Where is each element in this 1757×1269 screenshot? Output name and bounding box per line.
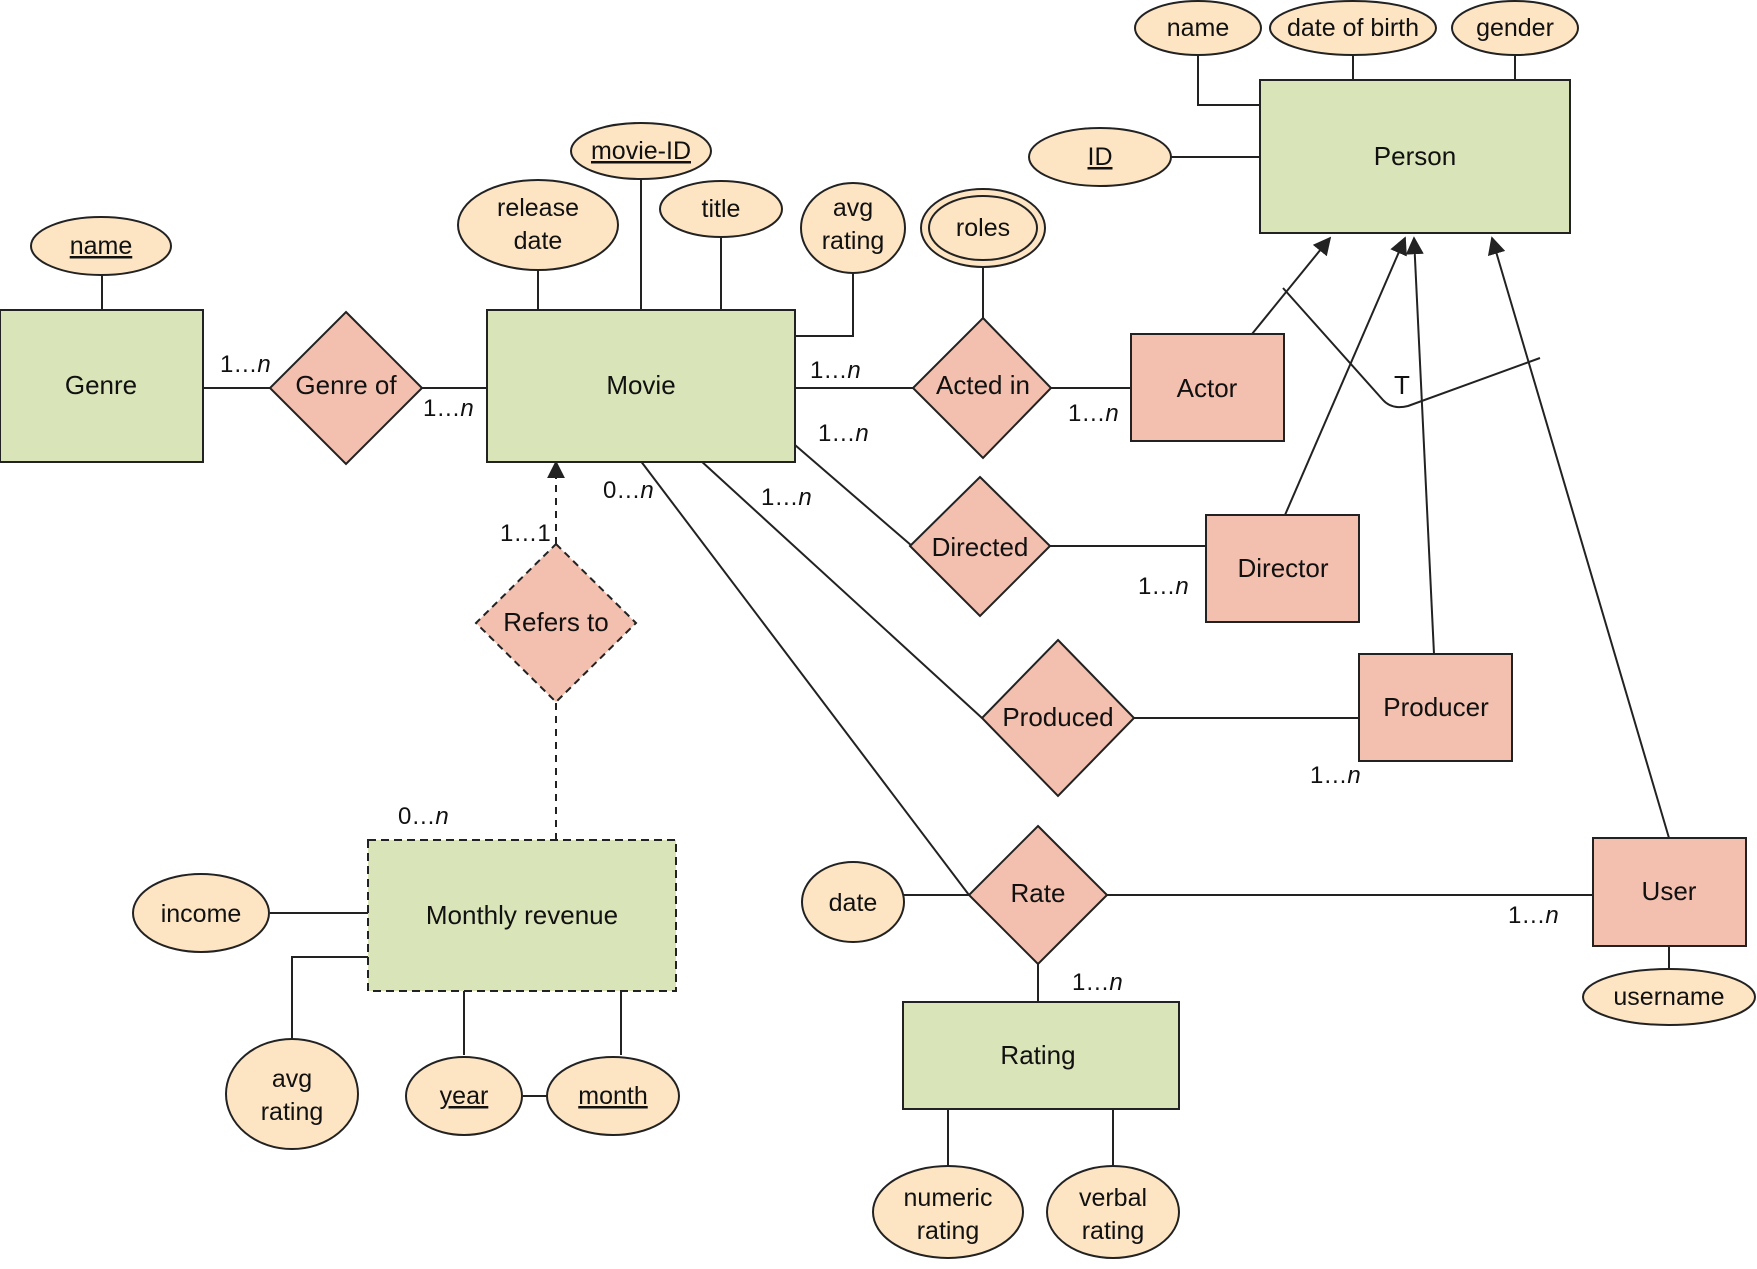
cardinality-rate-user: 1…n xyxy=(1508,902,1559,929)
svg-text:ID: ID xyxy=(1088,143,1113,171)
svg-text:name: name xyxy=(1167,14,1230,42)
svg-text:Produced: Produced xyxy=(1002,702,1113,732)
svg-text:Director: Director xyxy=(1237,553,1328,583)
attribute-title[interactable]: title xyxy=(659,180,783,238)
attribute-movie-id[interactable]: movie-ID xyxy=(570,122,712,180)
attribute-revenue-avg-rating[interactable]: avg rating xyxy=(225,1038,359,1150)
cardinality-genre-genreof: 1…n xyxy=(220,351,271,378)
attribute-year[interactable]: year xyxy=(405,1056,523,1136)
total-specialization-marker: T xyxy=(1394,370,1410,400)
svg-text:Rate: Rate xyxy=(1011,878,1066,908)
svg-text:name: name xyxy=(70,232,133,260)
relationship-rate[interactable]: Rate xyxy=(967,824,1109,966)
relationship-produced[interactable]: Produced xyxy=(980,638,1136,798)
svg-text:avg: avg xyxy=(272,1065,312,1093)
svg-text:verbal: verbal xyxy=(1079,1184,1147,1212)
svg-text:Actor: Actor xyxy=(1177,373,1238,403)
entity-genre[interactable]: Genre xyxy=(0,309,204,463)
svg-text:month: month xyxy=(578,1082,647,1110)
svg-text:Genre: Genre xyxy=(65,370,137,400)
cardinality-movie-actedin: 1…n xyxy=(810,357,861,384)
cardinality-movie-produced: 1…n xyxy=(761,484,812,511)
connector-lines xyxy=(101,52,1670,1166)
cardinality-movie-rate: 0…n xyxy=(603,477,654,504)
attribute-verbal-rating[interactable]: verbal rating xyxy=(1046,1165,1180,1259)
svg-text:Producer: Producer xyxy=(1383,692,1489,722)
cardinality-genreof-movie: 1…n xyxy=(423,395,474,422)
cardinality-movie-directed: 1…n xyxy=(818,420,869,447)
svg-text:Acted in: Acted in xyxy=(936,370,1030,400)
attribute-gender[interactable]: gender xyxy=(1451,0,1579,56)
svg-text:Person: Person xyxy=(1374,141,1456,171)
svg-text:year: year xyxy=(440,1082,489,1110)
relationship-genre-of[interactable]: Genre of xyxy=(268,310,424,466)
svg-text:Rating: Rating xyxy=(1000,1040,1075,1070)
svg-text:rating: rating xyxy=(261,1098,324,1126)
attribute-genre-name[interactable]: name xyxy=(30,216,172,276)
attribute-numeric-rating[interactable]: numeric rating xyxy=(872,1165,1024,1259)
svg-text:Directed: Directed xyxy=(932,532,1029,562)
cardinality-revenue-refersto: 0…n xyxy=(398,803,449,830)
entity-rating[interactable]: Rating xyxy=(902,1001,1180,1110)
svg-text:avg: avg xyxy=(833,194,873,222)
cardinality-actedin-actor: 1…n xyxy=(1068,400,1119,427)
entity-director[interactable]: Director xyxy=(1205,514,1360,623)
entity-actor[interactable]: Actor xyxy=(1130,333,1285,442)
svg-text:Movie: Movie xyxy=(606,370,675,400)
svg-text:income: income xyxy=(161,900,242,928)
svg-text:rating: rating xyxy=(1082,1217,1145,1245)
attribute-person-id[interactable]: ID xyxy=(1028,127,1172,187)
svg-text:roles: roles xyxy=(956,214,1010,242)
svg-text:gender: gender xyxy=(1476,14,1554,42)
entity-user[interactable]: User xyxy=(1592,837,1747,947)
svg-text:title: title xyxy=(702,195,741,223)
svg-text:User: User xyxy=(1642,876,1697,906)
cardinality-directed-director: 1…n xyxy=(1138,573,1189,600)
svg-text:Refers to: Refers to xyxy=(503,607,609,637)
attribute-month[interactable]: month xyxy=(546,1056,680,1136)
svg-text:Monthly revenue: Monthly revenue xyxy=(426,900,618,930)
attribute-username[interactable]: username xyxy=(1582,968,1756,1026)
svg-text:username: username xyxy=(1613,983,1724,1011)
cardinality-produced-producer: 1…n xyxy=(1310,762,1361,789)
svg-text:rating: rating xyxy=(917,1217,980,1245)
svg-text:rating: rating xyxy=(822,227,885,255)
cardinality-refersto-movie: 1…1 xyxy=(500,520,551,547)
relationship-directed[interactable]: Directed xyxy=(908,475,1052,618)
svg-text:release: release xyxy=(497,194,579,222)
attribute-roles[interactable]: roles xyxy=(920,188,1046,268)
cardinality-rate-rating: 1…n xyxy=(1072,969,1123,996)
attribute-income[interactable]: income xyxy=(132,873,270,953)
svg-text:Genre of: Genre of xyxy=(295,370,397,400)
svg-text:numeric: numeric xyxy=(904,1184,993,1212)
attribute-date-of-birth[interactable]: date of birth xyxy=(1269,0,1437,56)
cardinality-labels: 1…n 1…n 1…n 1…n 1…n 1…n 1…n 1…n 0…n 1…n xyxy=(220,351,1559,996)
relationship-acted-in[interactable]: Acted in xyxy=(911,316,1053,460)
svg-text:date: date xyxy=(514,227,563,255)
attribute-movie-avg-rating[interactable]: avg rating xyxy=(800,182,906,274)
entity-person[interactable]: Person xyxy=(1259,79,1571,234)
svg-text:date of birth: date of birth xyxy=(1287,14,1419,42)
entity-monthly-revenue[interactable]: Monthly revenue xyxy=(367,839,677,992)
attribute-person-name[interactable]: name xyxy=(1134,0,1262,56)
svg-text:date: date xyxy=(829,889,878,917)
attribute-rate-date[interactable]: date xyxy=(801,861,905,943)
svg-text:movie-ID: movie-ID xyxy=(591,137,691,165)
entity-movie[interactable]: Movie xyxy=(486,309,796,463)
entity-producer[interactable]: Producer xyxy=(1358,653,1513,762)
attribute-release-date[interactable]: release date xyxy=(457,179,619,271)
relationship-refers-to[interactable]: Refers to xyxy=(474,542,638,704)
